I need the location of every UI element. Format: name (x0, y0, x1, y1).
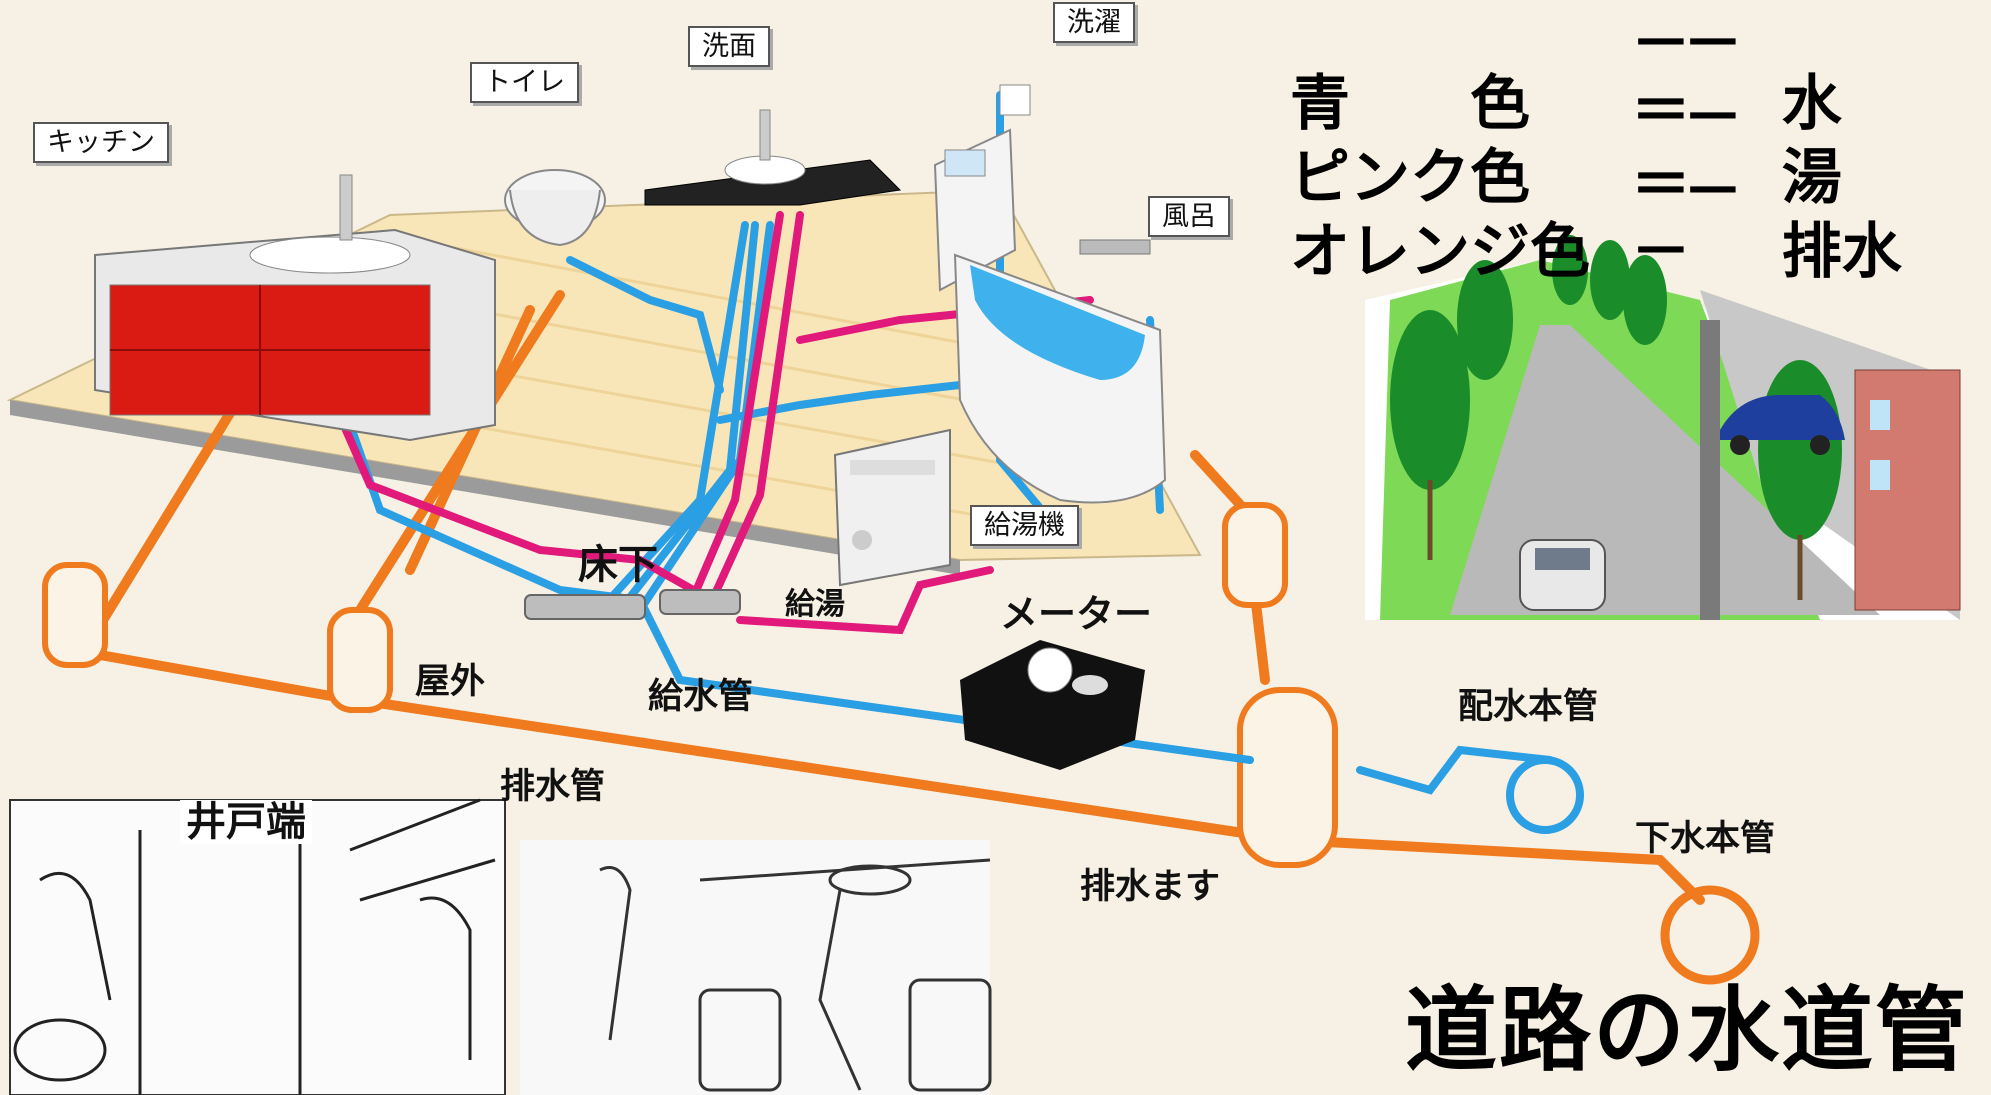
manifold-cold (524, 594, 646, 620)
page-title: 道路の水道管 (1405, 977, 1970, 1084)
drain-basins (42, 502, 1338, 868)
label-outdoor: 屋外 (415, 662, 486, 702)
label-kitchen: キッチン (33, 122, 169, 163)
legend-dashes: －－－ (1630, 9, 1743, 139)
label-water-main: 配水本管 (1458, 687, 1599, 727)
sewer-main-pipe (1660, 885, 1760, 985)
label-washbasin: 洗面 (688, 26, 770, 67)
label-sewer-main: 下水本管 (1635, 819, 1776, 859)
legend-row-drain: オレンジ色 －－－ 排水 (1290, 162, 1902, 282)
label-bath: 風呂 (1148, 196, 1230, 237)
label-laundry: 洗濯 (1053, 2, 1135, 43)
laundry-fixture (933, 84, 1031, 292)
bathtub-fixture (953, 239, 1167, 504)
label-drain-pipe: 排水管 (500, 767, 606, 807)
legend-meaning: 湯 (1781, 143, 1842, 213)
label-well: 井戸端 (180, 800, 312, 844)
legend-dashes: －－－ (1630, 157, 1743, 287)
water-main-pipe (1506, 756, 1584, 834)
street-illustration (1365, 235, 1961, 620)
label-toilet: トイレ (470, 62, 579, 103)
legend-color-name: ピンク色 (1290, 143, 1530, 213)
kitchen-unit (94, 174, 496, 442)
water-carrier-illustration (520, 840, 992, 1095)
label-water-heater: 給湯機 (970, 505, 1079, 546)
legend-color-name: 青 色 (1290, 69, 1530, 139)
legend-color-name: オレンジ色 (1290, 217, 1590, 287)
water-meter-box (960, 640, 1145, 770)
label-underfloor: 床下 (578, 542, 658, 588)
legend-row-hot: ピンク色 －－－ 湯 (1290, 88, 1842, 208)
well-illustration (9, 798, 506, 1095)
washbasin-fixture (644, 109, 902, 206)
legend-meaning: 排水 (1781, 217, 1902, 287)
label-supply-pipe: 給水管 (648, 677, 754, 717)
legend-meaning: 水 (1781, 69, 1842, 139)
legend-dashes: －－－ (1630, 83, 1743, 213)
label-meter: メーター (1000, 592, 1153, 636)
toilet-fixture (504, 169, 606, 247)
legend-row-water: 青 色 －－－ 水 (1290, 14, 1842, 134)
label-drain-basin: 排水ます (1080, 867, 1221, 907)
water-heater-unit (833, 428, 951, 587)
label-hot-supply: 給湯 (785, 587, 845, 622)
manifold-hot (659, 589, 741, 615)
